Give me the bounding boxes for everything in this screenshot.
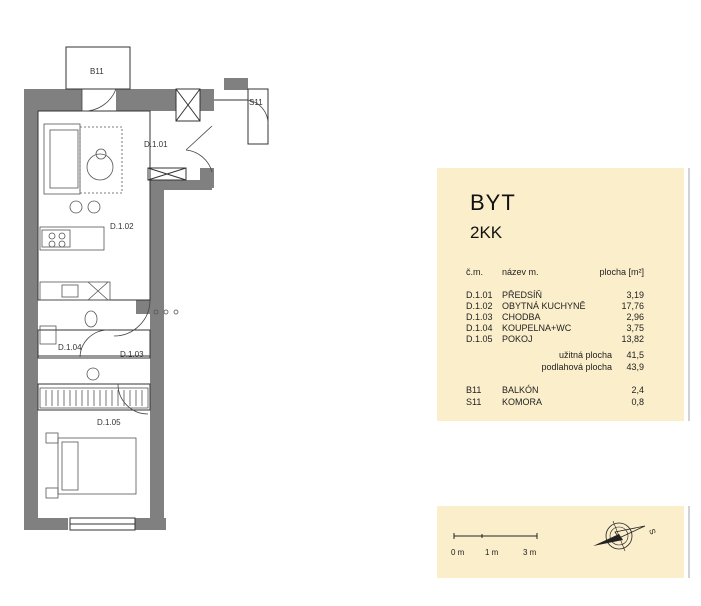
total-value: 43,9 [626,362,644,372]
extra-code: S11 [466,397,482,407]
rug [79,126,123,194]
room-name: CHODBA [502,312,541,322]
room-name: OBYTNÁ KUCHYNĚ [502,301,586,311]
unit-subtitle: 2KK [470,223,503,242]
label-corridor: D.1.03 [120,350,144,359]
unit-title: BYT [470,190,516,215]
scale-mark-0: 0 m [451,548,465,557]
label-living: D.1.02 [110,222,134,231]
total-value: 41,5 [626,350,644,360]
scale-panel: S 0 m 1 m 3 m [437,506,684,578]
round-table [86,153,114,181]
extra-name: BALKÓN [502,385,539,395]
extra-area: 0,8 [631,397,644,407]
extra-code: B11 [466,385,482,395]
header-area: plocha [m²] [599,267,644,277]
room-area: 13,82 [621,334,644,344]
room-code: D.1.02 [466,301,493,311]
room-name: POKOJ [502,334,533,344]
label-balcony: B11 [90,67,104,76]
sofa [43,123,81,195]
room-area: 3,19 [626,290,644,300]
room-name: KOUPELNA+WC [502,323,572,333]
room-name: PŘEDSÍŇ [502,290,543,300]
label-bath: D.1.04 [58,343,82,352]
label-hall: D.1.01 [144,140,168,149]
scale-bar: S [453,520,657,552]
panel-edge [688,168,690,421]
room-code: D.1.05 [466,334,493,344]
bed [57,437,137,495]
compass-icon: S [593,520,657,552]
scale-mark-3: 3 m [523,548,537,557]
furniture [39,123,179,499]
room-area: 17,76 [621,301,644,311]
total-label: podlahová plocha [541,362,612,372]
exterior-walls [24,78,248,530]
wardrobe [39,387,149,409]
kitchen-counter [39,226,105,251]
room-code: D.1.04 [466,323,493,333]
header-name: název m. [502,267,539,277]
svg-text:S: S [647,528,657,536]
label-bedroom: D.1.05 [97,418,121,427]
room-area: 3,75 [626,323,644,333]
scale-mark-1: 1 m [485,548,499,557]
toilet [84,310,98,328]
label-storage: S11 [249,98,263,107]
extra-name: KOMORA [502,397,543,407]
room-area: 2,96 [626,312,644,322]
interior-lines [37,46,269,531]
doors [79,88,269,415]
unit-info-panel: BYT 2KK č.m. název m. plocha [m²] D.1.01… [437,168,684,421]
room-code: D.1.03 [466,312,493,322]
header-code: č.m. [466,267,483,277]
extra-area: 2,4 [631,385,644,395]
room-code: D.1.01 [466,290,493,300]
total-label: užitná plocha [558,350,612,360]
panel-edge [688,506,690,578]
